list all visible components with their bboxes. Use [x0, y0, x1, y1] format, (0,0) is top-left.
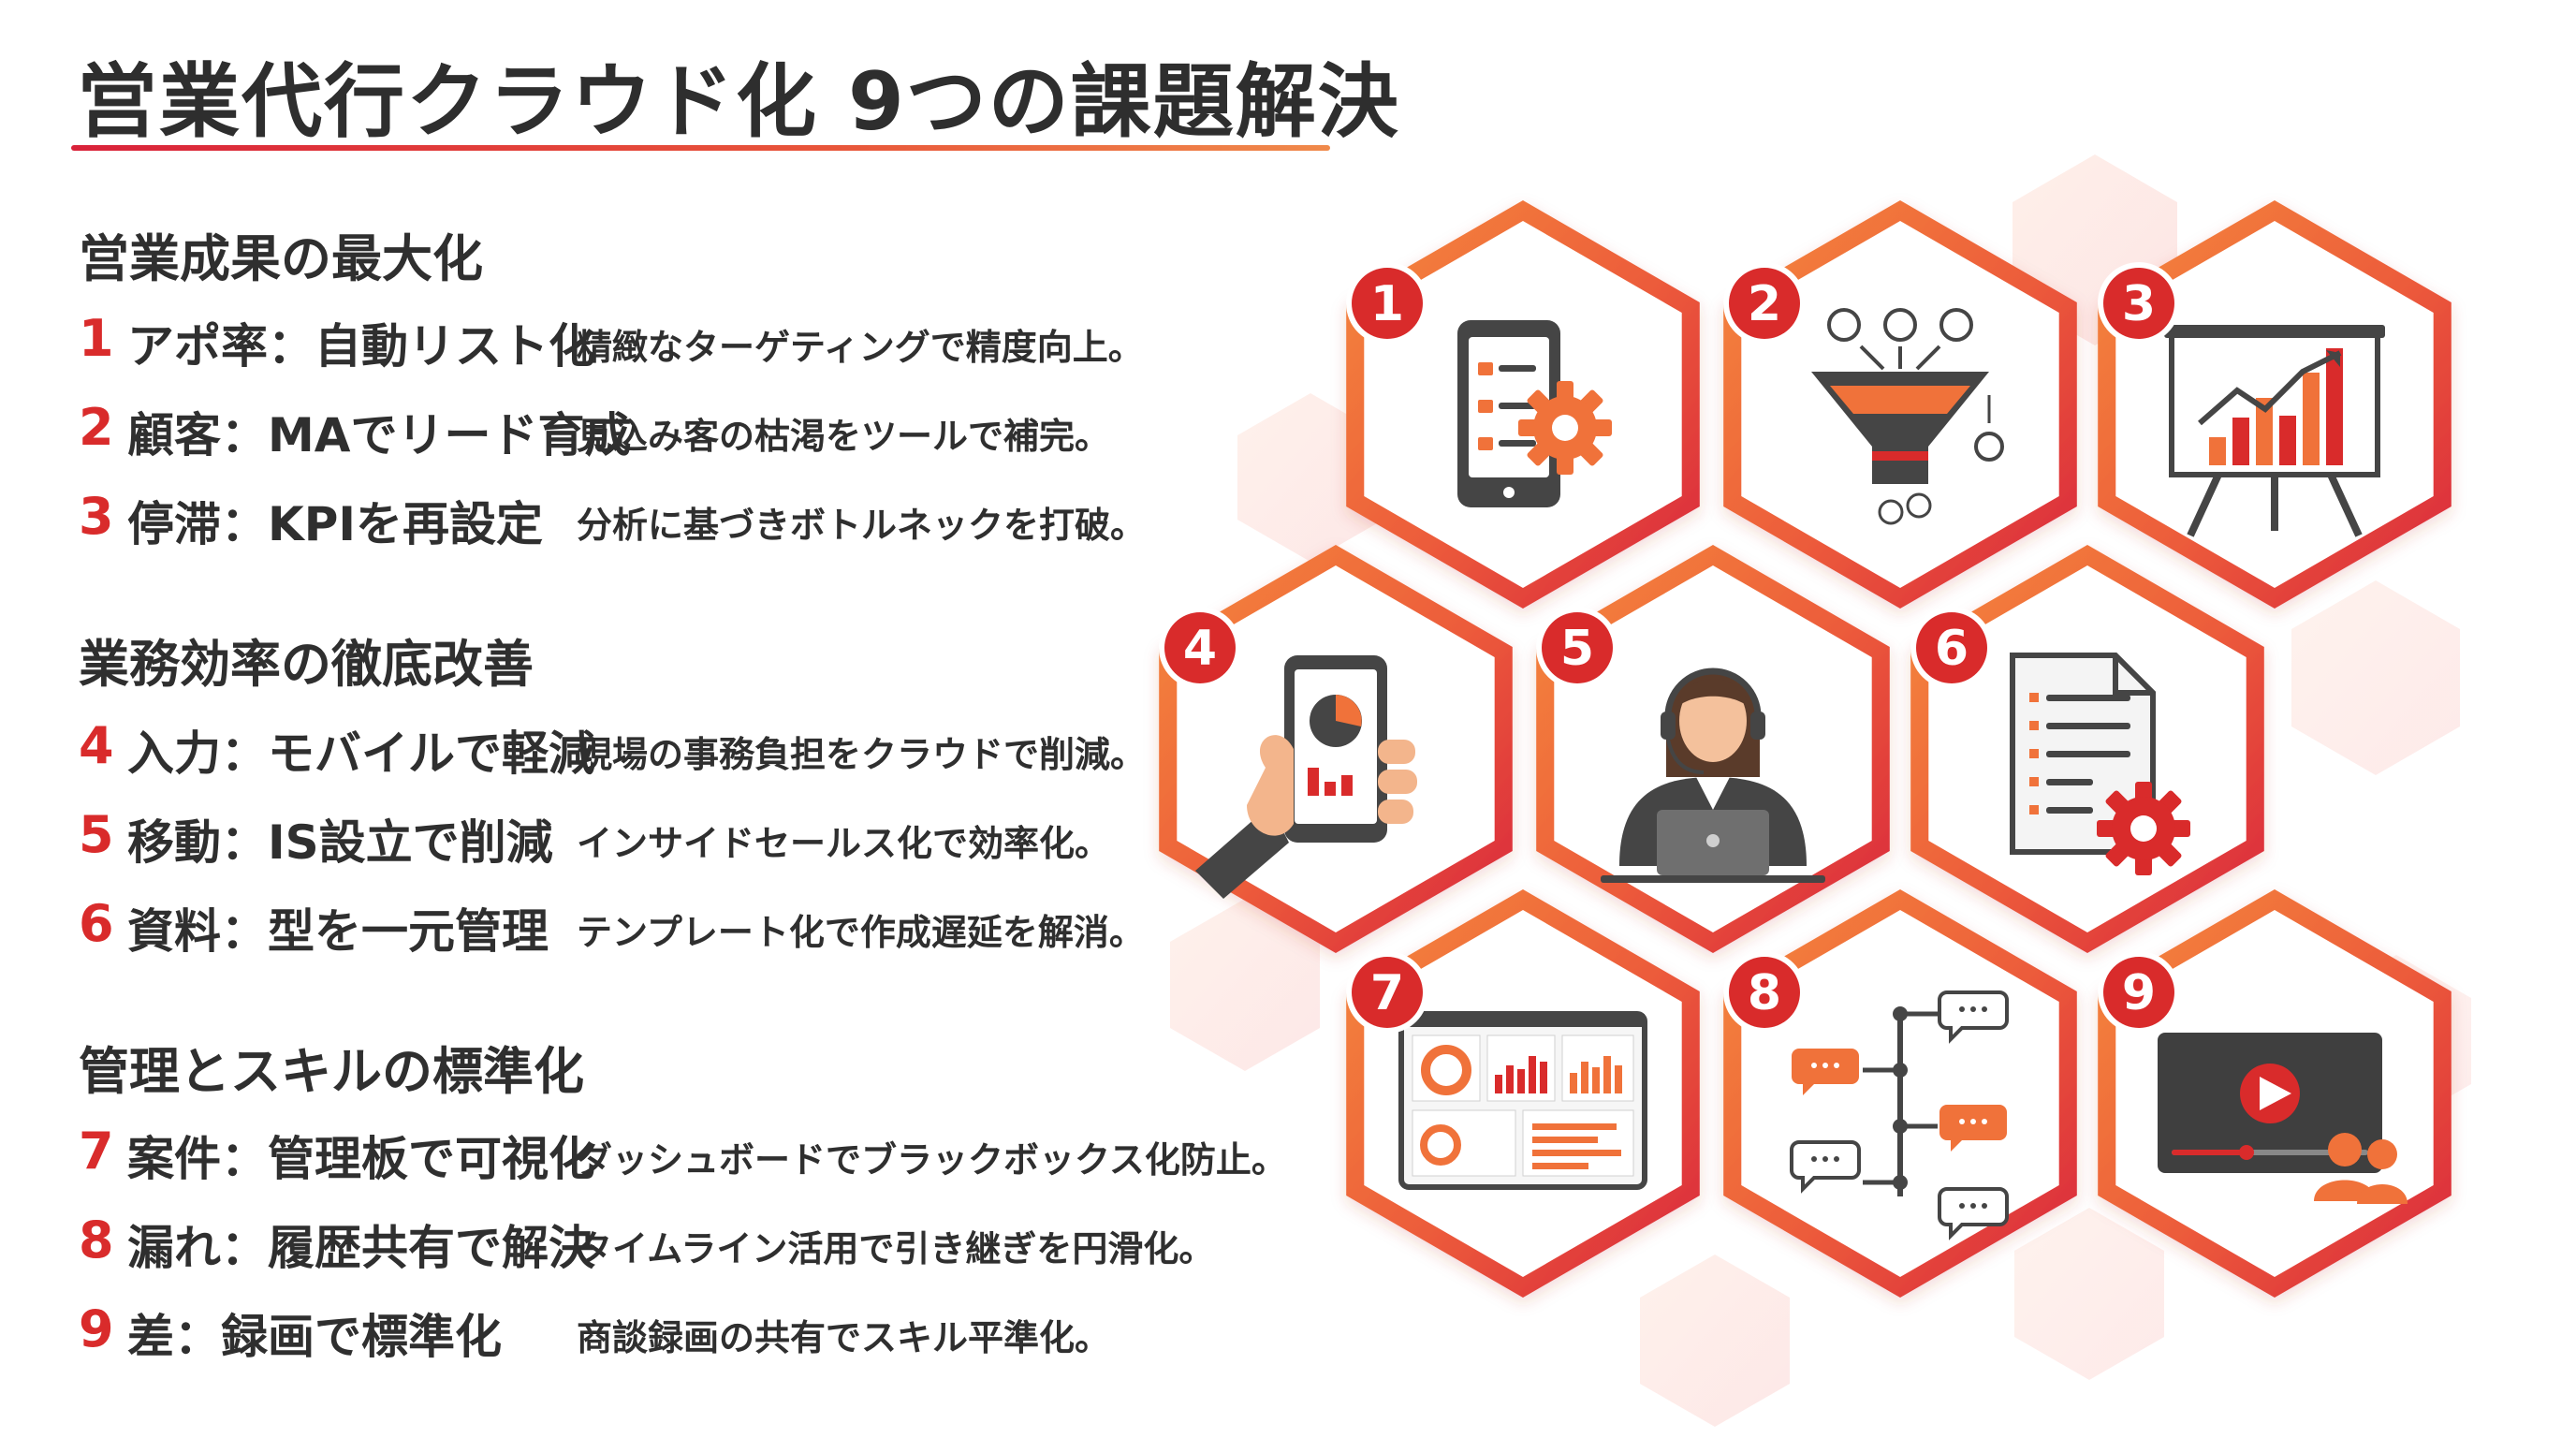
item-number: 2 — [79, 398, 114, 457]
item-description: 商談録画の共有でスキル平準化。 — [577, 1317, 1111, 1358]
item-number: 8 — [79, 1211, 114, 1269]
item-number: 1 — [79, 309, 114, 368]
badge-circle — [1164, 612, 1236, 683]
lead-funnel-icon — [1811, 308, 2004, 525]
hex-tile-5: 5 — [1536, 545, 1890, 953]
item-description: インサイドセールス化で効率化。 — [577, 823, 1111, 864]
item-topic: 停滞：KPIを再設定 — [127, 497, 543, 551]
headset-operator-laptop-icon — [1601, 668, 1825, 883]
item-number: 7 — [79, 1122, 114, 1181]
item-topic: 資料：型を一元管理 — [127, 904, 549, 959]
badge-number: 6 — [1935, 621, 1969, 677]
hex-tile-3: 3 — [2098, 200, 2452, 609]
item-description: 分析に基づきボトルネックを打破。 — [577, 505, 1147, 546]
badge-number: 7 — [1370, 965, 1404, 1021]
item-topic: 案件：管理板で可視化 — [127, 1132, 595, 1186]
presentation-growth-chart-icon — [2164, 325, 2385, 537]
item-description: テンプレート化で作成遅延を解消。 — [577, 912, 1145, 953]
badge-number: 1 — [1370, 276, 1404, 332]
badge-number: 2 — [1748, 276, 1781, 332]
badge-circle — [1916, 612, 1987, 683]
item-description: 見込み客の枯渇をツールで補完。 — [577, 416, 1111, 457]
item-topic: 差：録画で標準化 — [127, 1310, 502, 1364]
video-play-people-icon — [2158, 1033, 2408, 1204]
item-number: 9 — [79, 1299, 114, 1358]
document-gear-icon — [2010, 653, 2190, 875]
section-heading-standardization: 管理とスキルの標準化 — [79, 1042, 584, 1101]
hex-tile-6: 6 — [1910, 545, 2264, 953]
hex-tile-2: 2 — [1723, 200, 2077, 609]
item-topic: 入力：モバイルで軽減 — [127, 726, 595, 781]
item-description: 現場の事務負担をクラウドで削減。 — [577, 734, 1147, 775]
hex-tile-8: 8 — [1723, 889, 2077, 1298]
badge-circle — [1542, 612, 1613, 683]
badge-circle — [1352, 268, 1423, 339]
section-heading-sales-results: 営業成果の最大化 — [79, 229, 483, 288]
badge-number: 9 — [2122, 965, 2156, 1021]
badge-number: 5 — [1560, 621, 1594, 677]
item-topic: アポ率：自動リスト化 — [127, 319, 595, 374]
item-topic: 漏れ：履歴共有で解決 — [127, 1221, 595, 1275]
badge-number: 4 — [1183, 621, 1217, 677]
item-description: ダッシュボードでブラックボックス化防止。 — [577, 1139, 1287, 1181]
timeline-chat-bubbles-icon — [1790, 990, 2009, 1240]
hex-tile-7: 7 — [1346, 889, 1700, 1298]
title-underline — [71, 145, 1330, 151]
section-heading-operational-efficiency: 業務効率の徹底改善 — [79, 635, 534, 694]
hex-tile-9: 9 — [2098, 889, 2452, 1298]
item-number: 6 — [79, 894, 114, 953]
badge-circle — [2103, 268, 2174, 339]
item-description: タイムライン活用で引き継ぎを円滑化。 — [577, 1228, 1215, 1269]
badge-circle — [2103, 957, 2174, 1028]
item-number: 3 — [79, 487, 114, 546]
badge-circle — [1729, 957, 1800, 1028]
item-topic: 移動：IS設立で削減 — [127, 815, 553, 870]
item-number: 5 — [79, 805, 114, 864]
badge-number: 8 — [1748, 965, 1781, 1021]
item-description: 精緻なターゲティングで精度向上。 — [577, 327, 1144, 368]
page-title: 営業代行クラウド化 9つの課題解決 — [77, 55, 1400, 149]
item-topic: 顧客：MAでリード育成 — [127, 408, 632, 462]
hex-tile-4: 4 — [1159, 545, 1513, 953]
mobile-checklist-gear-icon — [1457, 320, 1612, 507]
dashboard-screen-icon — [1398, 1011, 1647, 1190]
badge-circle — [1729, 268, 1800, 339]
badge-circle — [1352, 957, 1423, 1028]
badge-number: 3 — [2122, 276, 2156, 332]
item-number: 4 — [79, 716, 114, 775]
hex-tile-1: 1 — [1346, 200, 1700, 609]
hand-holding-phone-chart-icon — [1195, 655, 1417, 899]
